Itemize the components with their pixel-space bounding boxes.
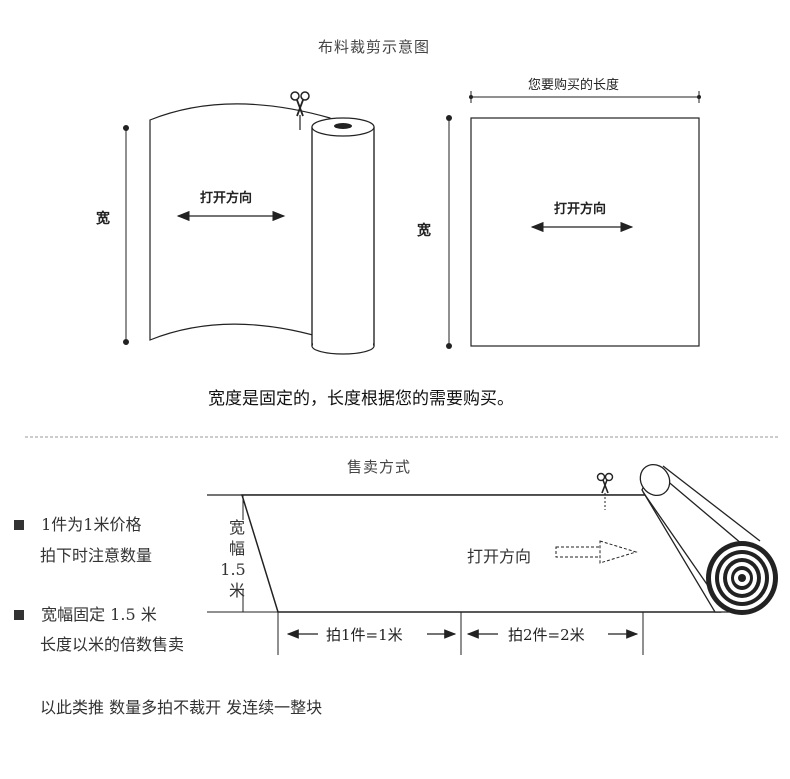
diagram-title: 布料裁剪示意图 xyxy=(318,38,431,56)
roll-spiral xyxy=(706,541,778,615)
unrolled-fabric-sheet xyxy=(149,103,331,341)
length-label: 您要购买的长度 xyxy=(528,78,620,93)
fabric-roll-body xyxy=(311,126,375,347)
width-label-char: 宽 xyxy=(228,518,245,537)
bullet-line: 1件为1米价格 xyxy=(41,515,142,534)
sales-roll-figure xyxy=(207,463,778,655)
sales-title: 售卖方式 xyxy=(347,458,412,476)
width-label-unit: 米 xyxy=(228,581,245,600)
left-direction-label: 打开方向 xyxy=(200,191,253,206)
scissors-icon xyxy=(596,472,614,494)
right-width-label: 宽 xyxy=(417,223,431,239)
cut-piece-figure xyxy=(446,91,701,349)
width-label-value: 1.5 xyxy=(220,560,246,579)
sales-direction-label: 打开方向 xyxy=(467,547,532,566)
cut-fabric-rectangle xyxy=(470,117,700,347)
dimension-label-1: 拍1件=1米 xyxy=(326,626,403,644)
bullet-line: 拍下时注意数量 xyxy=(40,546,153,565)
width-label-char: 幅 xyxy=(228,539,245,558)
bullet-item: 1件为1米价格 xyxy=(14,511,141,535)
width-fixed-note: 宽度是固定的，长度根据您的需要购买。 xyxy=(208,389,514,409)
dimension-label-2: 拍2件=2米 xyxy=(508,626,585,644)
fabric-roll-figure xyxy=(123,91,375,355)
sales-width-label: 宽 幅 1.5 米 xyxy=(220,517,250,601)
bullet-line: 长度以米的倍数售卖 xyxy=(40,635,185,654)
bullet-item: 宽幅固定 1.5 米 xyxy=(14,601,157,625)
bullet-line: 宽幅固定 1.5 米 xyxy=(41,605,157,624)
bullet-marker xyxy=(14,610,24,620)
dashed-arrow-icon xyxy=(555,540,638,564)
footer-note: 以此类推 数量多拍不裁开 发连续一整块 xyxy=(40,698,323,717)
right-direction-label: 打开方向 xyxy=(554,202,607,217)
bullet-marker xyxy=(14,520,24,530)
scissors-icon xyxy=(290,91,310,117)
left-width-label: 宽 xyxy=(96,211,110,227)
fabric-roll-core xyxy=(334,123,352,129)
